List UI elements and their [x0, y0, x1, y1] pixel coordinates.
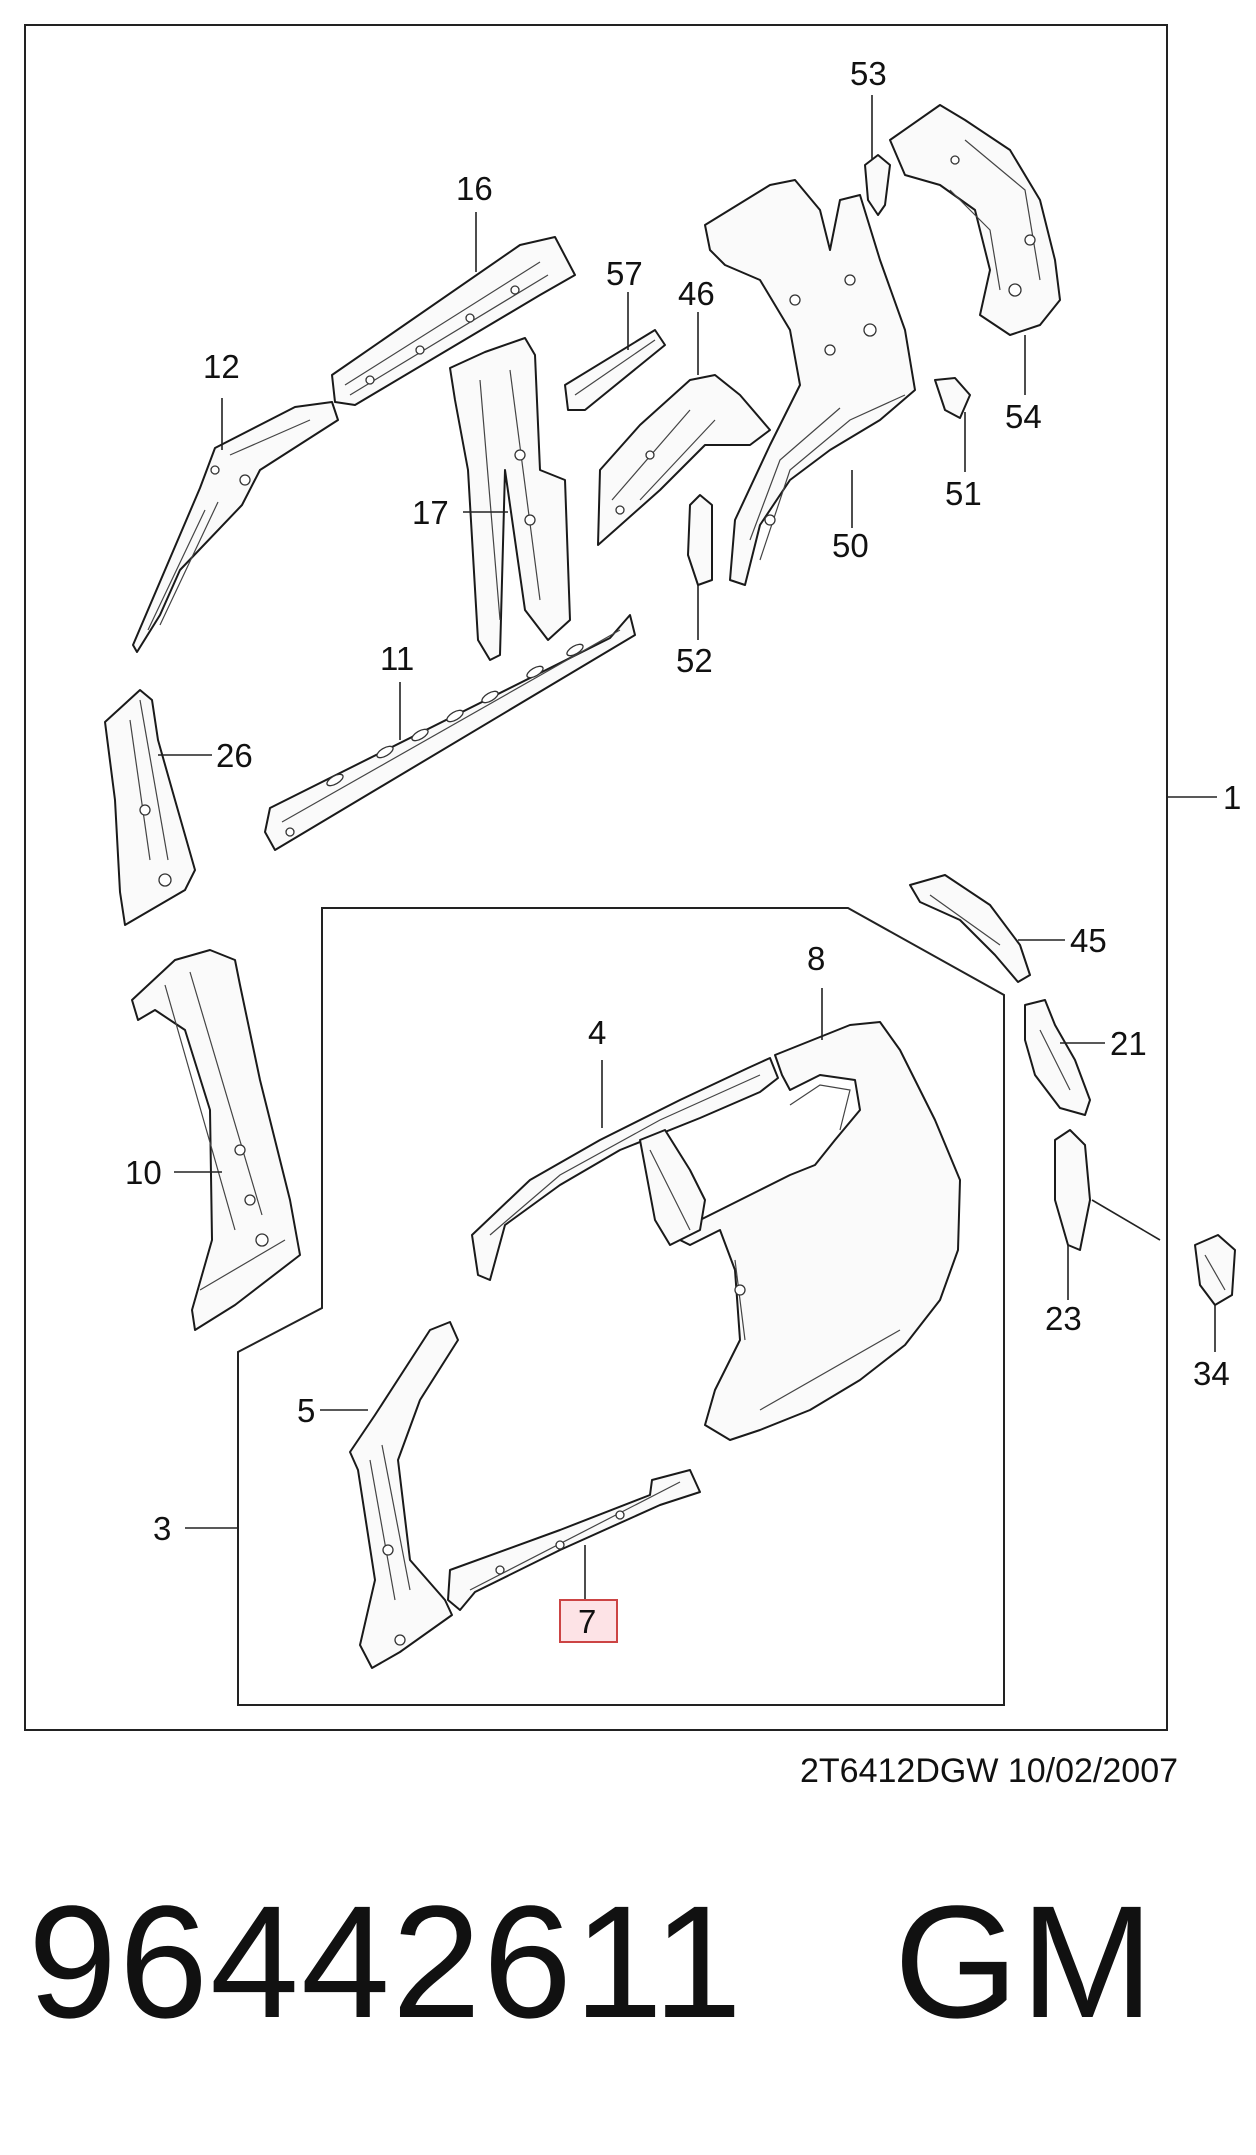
- callout-10: 10: [125, 1154, 162, 1191]
- callout-5: 5: [297, 1392, 315, 1429]
- parts-diagram: 1 3 4 5 7 8 10 11 12 16 17 21 23 26 34 4…: [24, 24, 1241, 1731]
- callout-57: 57: [606, 255, 643, 292]
- part-8: [669, 1021, 961, 1441]
- outer-frame: [24, 24, 1168, 1731]
- part-54: [889, 104, 1061, 336]
- part-number: 96442611: [28, 1872, 744, 2051]
- callout-51: 51: [945, 475, 982, 512]
- part-50: [704, 179, 916, 586]
- callout-21: 21: [1110, 1025, 1147, 1062]
- part-23: [1054, 1129, 1091, 1251]
- drawing-code: 2T6412DGW 10/02/2007: [800, 1752, 1179, 1790]
- part-17: [449, 337, 571, 661]
- part-34: [1194, 1234, 1236, 1306]
- part-5: [349, 1321, 459, 1669]
- part-11: [264, 614, 636, 851]
- part-7: [447, 1469, 701, 1611]
- callout-53: 53: [850, 55, 887, 92]
- part-4: [471, 1057, 779, 1281]
- part-57: [564, 329, 666, 411]
- part-12: [132, 401, 339, 653]
- callout-16: 16: [456, 170, 493, 207]
- callout-34: 34: [1193, 1355, 1230, 1392]
- brand-name: GM: [894, 1872, 1156, 2051]
- callout-7-highlight: [559, 1599, 618, 1643]
- callout-52: 52: [676, 642, 713, 679]
- callout-12: 12: [203, 348, 240, 385]
- part-16: [331, 236, 576, 406]
- callout-17: 17: [412, 494, 449, 531]
- callout-46: 46: [678, 275, 715, 312]
- callout-11: 11: [380, 640, 414, 677]
- part-b-pillar-outer: [639, 1129, 706, 1246]
- part-53: [864, 154, 891, 216]
- callout-1: 1: [1223, 779, 1241, 816]
- diagram-svg: 1 3 4 5 7 8 10 11 12 16 17 21 23 26 34 4…: [24, 24, 1241, 1731]
- callout-45: 45: [1070, 922, 1107, 959]
- part-51: [934, 377, 971, 419]
- part-26: [104, 689, 196, 926]
- part-45: [909, 874, 1031, 983]
- callout-4: 4: [588, 1014, 606, 1051]
- part-46: [597, 374, 771, 546]
- part-21: [1024, 999, 1091, 1116]
- callout-3: 3: [153, 1510, 171, 1547]
- inner-frame: [237, 907, 1005, 1706]
- callout-7: 7: [578, 1603, 596, 1640]
- callout-26: 26: [216, 737, 253, 774]
- part-10: [131, 949, 301, 1331]
- callout-50: 50: [832, 527, 869, 564]
- callout-23: 23: [1045, 1300, 1082, 1337]
- part-52: [687, 494, 713, 586]
- callout-8: 8: [807, 940, 825, 977]
- callout-54: 54: [1005, 398, 1042, 435]
- lead-23b: [1091, 1199, 1161, 1241]
